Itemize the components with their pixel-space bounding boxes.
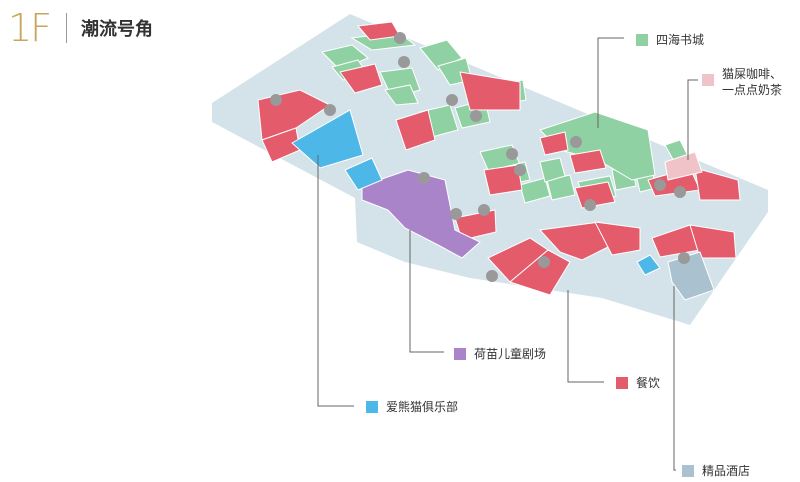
elevator-icon [506, 148, 518, 160]
elevator-icon [270, 94, 282, 106]
escalator-icon [514, 164, 526, 176]
escalator-icon [398, 56, 410, 68]
leader-line-theater [409, 230, 444, 353]
escalator-icon [584, 199, 596, 211]
dining-block [689, 224, 737, 259]
leader-line-cafe [687, 79, 698, 160]
floor-base-extension [357, 225, 405, 262]
club-area [291, 109, 364, 169]
legend-label: 一点点奶茶 [722, 83, 783, 97]
theater-area [361, 169, 481, 259]
legend-theater: 荷苗儿童剧场 [454, 346, 546, 362]
dining-block [395, 109, 436, 151]
dining-block [574, 181, 616, 209]
facility-icons [270, 32, 690, 282]
legend-label: 餐饮 [636, 376, 661, 390]
legend-swatch-cafe [702, 74, 714, 86]
bookstore-area [539, 111, 656, 181]
legend-swatch-theater [454, 348, 466, 360]
dining-block [459, 71, 521, 111]
escalator-icon [486, 270, 498, 282]
dining-block [569, 149, 607, 174]
elevator-icon [678, 252, 690, 264]
header-divider [66, 13, 68, 43]
dining-blocks [257, 21, 741, 296]
legend-swatch-club [366, 401, 378, 413]
leader-line-club [317, 155, 354, 407]
floor-header: 1F 潮流号角 [8, 8, 153, 48]
escalator-icon [418, 172, 430, 184]
legend-label-group: 猫屎咖啡、 一点点奶茶 [722, 66, 782, 98]
dining-block [483, 164, 523, 196]
retail-block [519, 177, 551, 204]
elevator-icon [470, 110, 482, 122]
escalator-icon [446, 94, 458, 106]
dining-block [594, 221, 641, 256]
floor-title: 潮流号角 [81, 19, 154, 40]
escalator-icon [654, 179, 666, 191]
legend-label: 爱熊猫俱乐部 [386, 400, 459, 414]
hotel-area [667, 251, 715, 301]
leader-line-dining [567, 290, 604, 383]
dining-block [538, 221, 613, 261]
club-area-small [636, 254, 661, 276]
legend-swatch-retail [636, 34, 648, 46]
escalator-icon [570, 136, 582, 148]
legend-label: 荷苗儿童剧场 [474, 347, 547, 361]
floor-badge: 1F [8, 6, 52, 50]
legend-cafe: 猫屎咖啡、 一点点奶茶 [702, 66, 782, 98]
escalator-icon [478, 204, 490, 216]
club-area-annex [344, 157, 383, 191]
legend-label: 猫屎咖啡、 [722, 67, 783, 81]
legend-swatch-dining [616, 377, 628, 389]
legend-club: 爱熊猫俱乐部 [366, 399, 458, 415]
dining-block [694, 167, 741, 201]
elevator-icon [538, 256, 550, 268]
legend-label: 四海书城 [656, 33, 705, 47]
dining-block [339, 63, 383, 94]
retail-block [321, 44, 369, 71]
retail-block [384, 84, 419, 106]
legend-label: 精品酒店 [702, 464, 751, 478]
elevator-icon [394, 32, 406, 44]
leader-line-hotel [673, 286, 676, 471]
elevator-icon [324, 104, 336, 116]
retail-block [539, 157, 566, 183]
legend-bookstore: 四海书城 [636, 32, 704, 48]
leader-line-bookstore [597, 37, 624, 128]
elevator-icon [450, 208, 462, 220]
elevator-icon [674, 186, 686, 198]
dining-block [508, 249, 571, 296]
cafe-area [664, 151, 703, 181]
legend-dining: 餐饮 [616, 375, 660, 391]
dining-block [539, 131, 569, 156]
legend-swatch-hotel [682, 465, 694, 477]
leader-lines [317, 37, 698, 471]
legend-hotel: 精品酒店 [682, 463, 750, 479]
